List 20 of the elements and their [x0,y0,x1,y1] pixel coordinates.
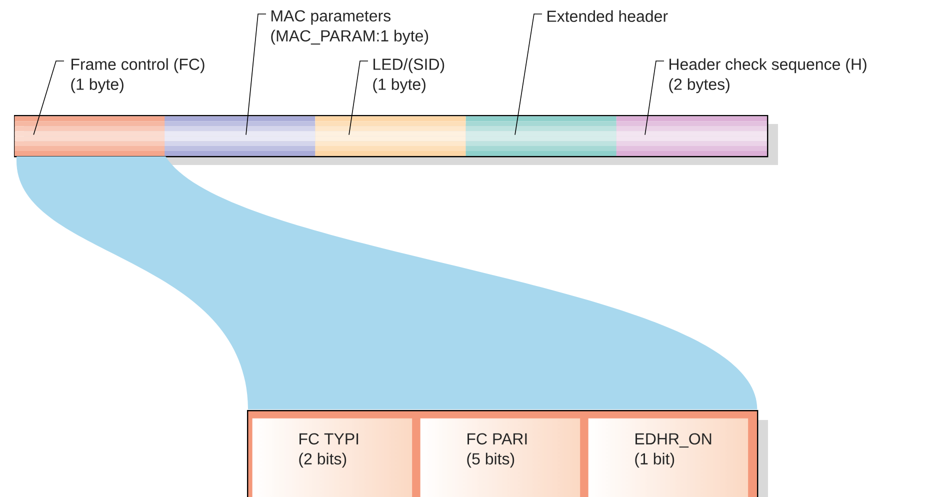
header-field [315,116,466,156]
header-field [616,116,767,156]
field-label: Frame control (FC) (1 byte) [71,58,204,94]
leader-line [246,14,266,136]
field-label: MAC parameters (MAC_PARAM:1 byte) [271,10,428,45]
field-label: Header check sequence (H) (2 bytes) [669,58,866,94]
field-label: LED/(SID) (1 byte) [373,58,444,94]
leader-line [33,60,64,136]
leader-line [514,14,542,136]
header-bar [14,115,768,158]
header-field [14,116,166,156]
bit-field-cell: FC TYPI (2 bits) [299,433,358,468]
field-label: Extended header [548,10,668,22]
header-field [164,116,316,156]
leader-line [644,60,664,136]
bit-field-cell: FC PARI (5 bits) [467,433,527,468]
bit-field-cell: EDHR_ON (1 bit) [635,433,712,468]
header-field [466,116,616,156]
leader-line [348,60,368,136]
expansion-band [16,156,758,410]
